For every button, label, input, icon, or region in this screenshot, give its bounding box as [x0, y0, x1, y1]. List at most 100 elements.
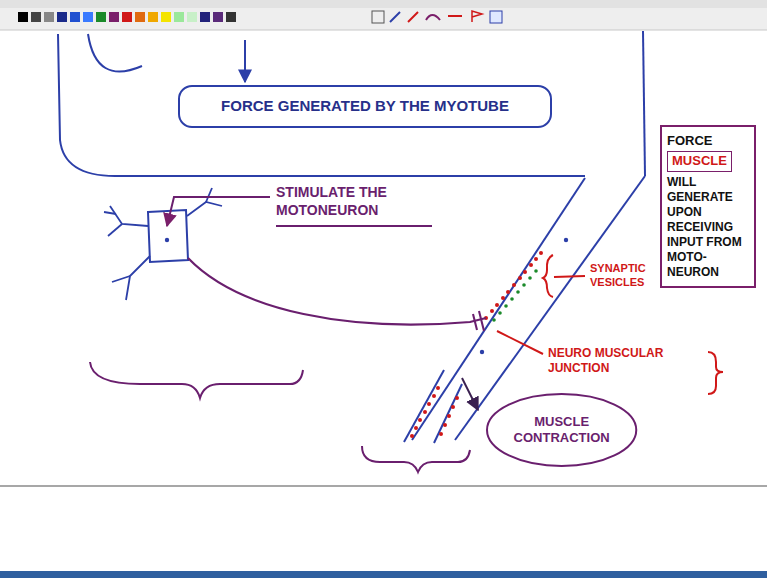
toolbar — [0, 0, 767, 30]
vesicle — [418, 418, 422, 422]
vesicle — [501, 296, 505, 300]
vesicle — [529, 263, 533, 267]
vesicle — [427, 402, 431, 406]
vesicle — [443, 423, 447, 427]
tool-icon — [390, 12, 400, 22]
tool-icon — [490, 11, 502, 23]
axon-terminal — [473, 314, 477, 330]
dendrite — [108, 224, 122, 236]
underline — [276, 225, 432, 227]
axon — [188, 258, 486, 324]
tool-icon — [372, 11, 384, 23]
color-palette — [18, 12, 236, 22]
nucleus-dot — [480, 350, 484, 354]
leader-line — [497, 331, 543, 354]
color-swatch — [96, 12, 106, 22]
dendrites — [104, 188, 222, 300]
vesicle — [516, 290, 520, 294]
nucleus-dot — [564, 238, 568, 242]
vesicle — [436, 386, 440, 390]
vesicle — [534, 269, 538, 273]
color-swatch — [148, 12, 158, 22]
tool-icon — [408, 12, 418, 22]
vesicle — [414, 426, 418, 430]
annotation-box: FORCEMUSCLEWILL GENERATE UPON RECEIVING … — [660, 125, 756, 288]
vesicle — [512, 283, 516, 287]
leader-arrow — [167, 197, 270, 226]
vesicle — [492, 318, 496, 322]
color-swatch — [109, 12, 119, 22]
node-text: FORCE GENERATED BY THE MYOTUBE — [221, 97, 509, 116]
red-brace — [708, 352, 723, 394]
muscle-fiber-edge — [455, 176, 645, 440]
dendrite — [112, 276, 130, 282]
purple-brace — [362, 446, 470, 472]
tool-icon — [472, 11, 482, 22]
part-label: SYNAPTIC VESICLES — [590, 262, 656, 290]
color-swatch — [70, 12, 80, 22]
vesicle — [447, 414, 451, 418]
page-divider — [0, 485, 767, 487]
color-swatch — [135, 12, 145, 22]
vesicle — [528, 276, 532, 280]
toolbar-border — [0, 30, 767, 31]
node-text: FORCE — [667, 133, 749, 149]
axon-terminal — [479, 311, 484, 331]
color-swatch — [18, 12, 28, 22]
color-swatch — [226, 12, 236, 22]
neuron-nucleus — [165, 238, 169, 242]
color-swatch — [174, 12, 184, 22]
vesicle — [455, 396, 459, 400]
vesicle — [410, 434, 414, 438]
tool-icons — [372, 11, 502, 23]
dendrite — [110, 206, 148, 226]
contraction-ellipse: MUSCLE CONTRACTION — [485, 392, 638, 468]
pointer-arrow — [244, 40, 246, 82]
instruction-note: STIMULATE THE MOTONEURON — [276, 184, 426, 219]
vesicle — [523, 270, 527, 274]
color-swatch — [31, 12, 41, 22]
blue-stroke — [88, 34, 142, 72]
vesicle — [518, 276, 522, 280]
vesicle-bracket — [543, 255, 553, 297]
color-swatch — [213, 12, 223, 22]
vesicle — [510, 297, 514, 301]
vesicle — [539, 251, 543, 255]
vesicle — [504, 304, 508, 308]
ellipse-outline — [487, 394, 636, 466]
color-swatch — [57, 12, 67, 22]
pointer-arrow — [462, 378, 478, 410]
vesicle — [490, 309, 494, 313]
status-bar — [0, 571, 767, 578]
vesicle — [423, 410, 427, 414]
vesicle — [522, 283, 526, 287]
node-text: MUSCLE CONTRACTION — [514, 414, 610, 447]
muscle-fiber-segment — [434, 384, 462, 443]
dendrite — [206, 188, 212, 202]
menu-bar — [0, 0, 767, 8]
dendrite — [187, 202, 222, 216]
vesicle — [498, 311, 502, 315]
vesicle — [451, 405, 455, 409]
color-swatch — [200, 12, 210, 22]
myotube-outline — [58, 34, 585, 176]
color-swatch — [161, 12, 171, 22]
vesicle — [506, 290, 510, 294]
purple-brace — [90, 362, 303, 398]
lower-vesicles — [410, 386, 459, 438]
muscle-fiber-edge — [412, 178, 585, 440]
color-swatch — [187, 12, 197, 22]
vesicle — [439, 432, 443, 436]
part-label: NEURO MUSCULAR JUNCTION — [548, 346, 698, 376]
synaptic-vesicles — [484, 251, 543, 322]
tool-icon — [448, 15, 462, 17]
dendrite — [104, 212, 116, 214]
vesicle — [432, 394, 436, 398]
myotube-outline — [643, 31, 645, 176]
node-text: WILL GENERATE UPON RECEIVING INPUT FROM … — [667, 175, 749, 280]
tool-icon — [426, 15, 440, 20]
muscle-fiber-segment — [404, 370, 444, 442]
color-swatch — [44, 12, 54, 22]
myotube-force-box: FORCE GENERATED BY THE MYOTUBE — [178, 85, 552, 128]
